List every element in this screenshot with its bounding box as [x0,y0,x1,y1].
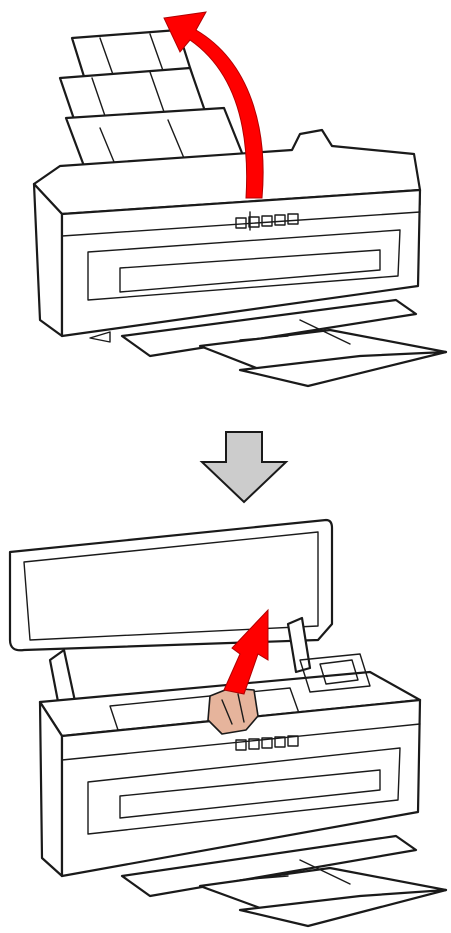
step-1-printer [34,12,446,386]
step-2-printer [10,520,446,926]
down-arrow-icon [202,432,286,502]
open-cover [10,520,332,650]
